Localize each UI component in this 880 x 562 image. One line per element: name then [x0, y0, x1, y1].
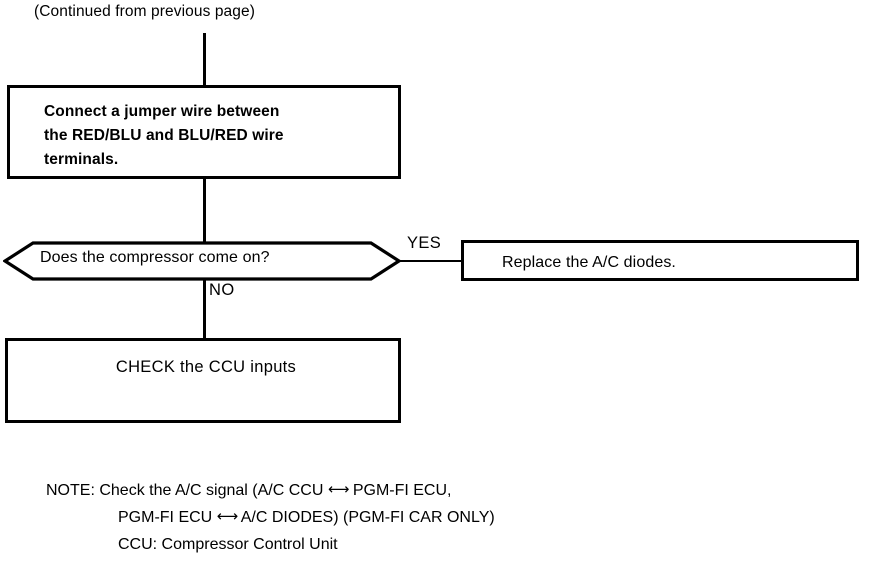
continued-from-previous-page-caption: (Continued from previous page) — [34, 3, 255, 20]
decision-does-compressor-come-on: Does the compressor come on? — [3, 240, 401, 282]
note-line-2-pre: PGM-FI ECU — [118, 509, 217, 526]
connector-yes-to-replace-box — [399, 260, 462, 262]
note-block: NOTE: Check the A/C signal (A/C CCU ⟷ PG… — [46, 477, 495, 558]
process-box-connect-jumper-wire-label: Connect a jumper wire between the RED/BL… — [44, 103, 284, 168]
connector-jumper-box-to-decision — [203, 178, 206, 244]
process-box-connect-jumper-wire: Connect a jumper wire between the RED/BL… — [7, 85, 401, 179]
note-line-1-post: PGM-FI ECU, — [348, 482, 452, 499]
connector-caption-to-jumper-box — [203, 33, 206, 86]
note-line-3: CCU: Compressor Control Unit — [118, 536, 338, 553]
double-arrow-icon: ⟷ — [216, 507, 238, 525]
process-box-check-ccu-inputs: CHECK the CCU inputs — [5, 338, 401, 423]
note-line-1-pre: NOTE: Check the A/C signal (A/C CCU — [46, 482, 328, 499]
branch-label-no: NO — [209, 281, 235, 299]
note-line-1: NOTE: Check the A/C signal (A/C CCU ⟷ PG… — [46, 477, 495, 504]
decision-label: Does the compressor come on? — [40, 249, 270, 266]
process-box-check-ccu-inputs-label: CHECK the CCU inputs — [115, 358, 297, 376]
process-box-replace-ac-diodes: Replace the A/C diodes. — [461, 240, 859, 281]
note-line-2-post: A/C DIODES) (PGM-FI CAR ONLY) — [237, 509, 495, 526]
branch-label-yes: YES — [407, 234, 442, 252]
double-arrow-icon: ⟷ — [327, 480, 349, 498]
connector-no-to-check-box — [203, 279, 206, 339]
note-line-2: PGM-FI ECU ⟷ A/C DIODES) (PGM-FI CAR ONL… — [46, 504, 495, 531]
process-box-replace-ac-diodes-label: Replace the A/C diodes. — [502, 254, 676, 271]
